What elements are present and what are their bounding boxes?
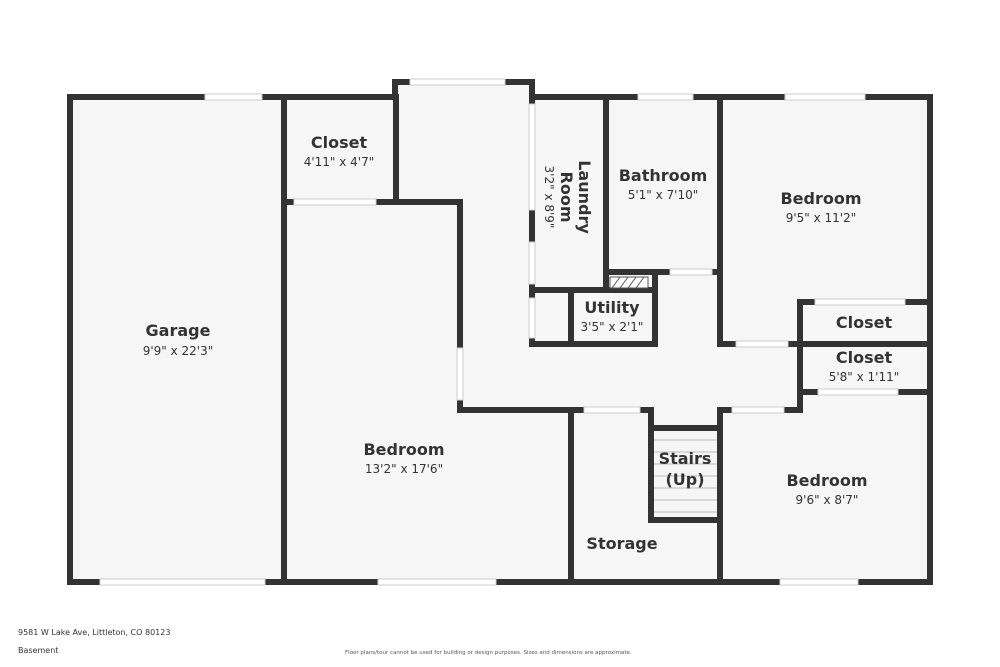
laundry-name-1: Laundry bbox=[575, 160, 594, 234]
garage-name: Garage bbox=[146, 321, 211, 340]
floor-fill bbox=[70, 82, 930, 582]
laundry-dims: 3'2" x 8'9" bbox=[542, 166, 556, 229]
closet2-name: Closet bbox=[836, 313, 893, 332]
closet3-dims: 5'8" x 1'11" bbox=[829, 370, 900, 384]
window bbox=[779, 578, 859, 586]
doorway bbox=[293, 198, 377, 206]
doorway bbox=[583, 406, 641, 414]
window bbox=[99, 578, 266, 586]
doorway bbox=[735, 340, 789, 348]
utility-name: Utility bbox=[584, 298, 640, 317]
bedroom-w-name: Bedroom bbox=[363, 440, 444, 459]
bedroom-ne-name: Bedroom bbox=[780, 189, 861, 208]
closet3-name: Closet bbox=[836, 348, 893, 367]
doorway bbox=[669, 268, 713, 276]
property-address: 9581 W Lake Ave, Littleton, CO 80123 bbox=[18, 628, 171, 637]
bedroom-se-dims: 9'6" x 8'7" bbox=[796, 493, 859, 507]
room-labels: Garage 9'9" x 22'3" Closet 4'11" x 4'7" … bbox=[143, 133, 900, 553]
closet1-name: Closet bbox=[311, 133, 368, 152]
window bbox=[637, 93, 694, 101]
disclaimer-text: Floor plans/tour cannot be used for buil… bbox=[345, 650, 632, 656]
window bbox=[409, 78, 506, 86]
stair-treads bbox=[654, 439, 717, 513]
doorway bbox=[528, 297, 536, 339]
doorway bbox=[814, 298, 906, 306]
doorway bbox=[817, 388, 899, 396]
window bbox=[204, 93, 263, 101]
garage-dims: 9'9" x 22'3" bbox=[143, 344, 214, 358]
stairs-name-2: (Up) bbox=[665, 470, 704, 489]
closet1-dims: 4'11" x 4'7" bbox=[304, 155, 375, 169]
doorway bbox=[456, 347, 464, 401]
stairs-name-1: Stairs bbox=[659, 449, 712, 468]
bedroom-w-dims: 13'2" x 17'6" bbox=[365, 462, 443, 476]
window bbox=[377, 578, 497, 586]
storage-name: Storage bbox=[586, 534, 657, 553]
doorway bbox=[528, 241, 536, 285]
bedroom-se-name: Bedroom bbox=[786, 471, 867, 490]
bathroom-name: Bathroom bbox=[619, 166, 708, 185]
floor-level-label: Basement bbox=[18, 646, 59, 655]
window bbox=[784, 93, 866, 101]
laundry-name-2: Room bbox=[557, 172, 576, 223]
doorway bbox=[731, 406, 785, 414]
windows bbox=[99, 78, 906, 586]
utility-dims: 3'5" x 2'1" bbox=[581, 320, 644, 334]
bedroom-ne-dims: 9'5" x 11'2" bbox=[786, 211, 857, 225]
bathroom-dims: 5'1" x 7'10" bbox=[628, 188, 699, 202]
doorway bbox=[528, 103, 536, 211]
utility-hatch bbox=[609, 276, 649, 289]
